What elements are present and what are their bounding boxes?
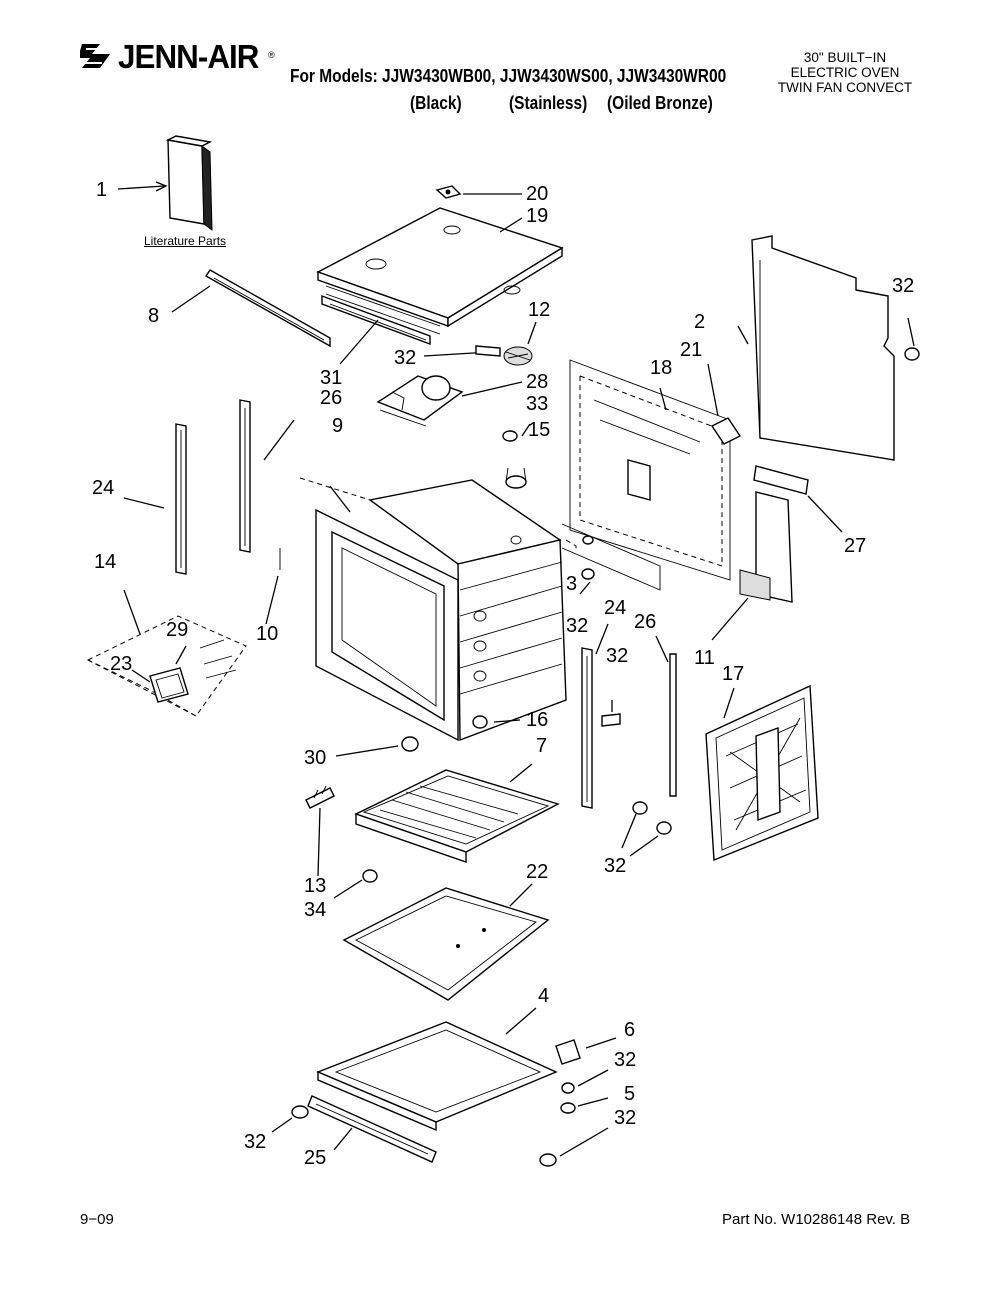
jenn-air-logo: JENN-AIR ® [80,38,280,78]
callout-23: 23 [110,653,133,675]
rear-panel-part [561,235,920,641]
registered-mark: ® [268,50,275,60]
callout-18: 18 [650,357,673,379]
literature-book-part [117,135,213,232]
screw-bracket-part [579,535,595,595]
callout-32: 32 [566,615,589,637]
footer-date: 9−09 [80,1211,114,1228]
oven-cavity-part [299,477,577,742]
callout-15: 15 [528,419,551,441]
door-frame-part [705,684,819,862]
jenn-air-logo-mark-icon [80,44,110,68]
left-side-rails-part [123,399,295,625]
callout-22: 22 [526,861,549,883]
callout-4: 4 [538,985,550,1007]
toe-kick-part [271,1095,437,1163]
callout-24: 24 [604,597,627,619]
callout-29: 29 [166,619,189,641]
callout-3: 3 [566,573,578,595]
leveling-feet-part [539,1037,617,1167]
right-side-rails-part [581,623,677,857]
product-description-line: ELECTRIC OVEN [790,65,900,80]
product-description: 30" BUILT−IN ELECTRIC OVEN TWIN FAN CONV… [760,50,930,95]
callout-32: 32 [604,855,627,877]
callout-20: 20 [526,183,549,205]
callout-19: 19 [526,205,549,227]
callout-9: 9 [332,415,344,437]
callout-32: 32 [892,275,915,297]
callout-10: 10 [256,623,279,645]
callout-31: 31 [320,367,343,389]
callout-12: 12 [528,299,551,321]
top-panel-part [316,185,564,335]
callout-8: 8 [148,305,160,327]
callout-21: 21 [680,339,703,361]
callout-13: 13 [304,875,327,897]
oven-bottom-tray-part [354,763,560,863]
vent-bracket-part [321,294,431,365]
finish-oiled-bronze: (Oiled Bronze) [607,93,713,113]
callout-5: 5 [624,1083,636,1105]
product-description-line: TWIN FAN CONVECT [777,80,913,95]
callout-32: 32 [614,1107,637,1129]
footer-part-number: Part No. W10286148 Rev. B [722,1211,911,1228]
callout-32: 32 [244,1131,267,1153]
callout-32: 32 [606,645,629,667]
callout-6: 6 [624,1019,636,1041]
hardware-small-parts [305,715,521,899]
callout-14: 14 [94,551,117,573]
callout-33: 33 [526,393,549,415]
callout-24: 24 [92,477,115,499]
top-rail-part [171,269,331,348]
callout-26: 26 [634,611,657,633]
callout-25: 25 [304,1147,327,1169]
callout-11: 11 [694,647,715,669]
finish-black: (Black) [410,93,462,113]
models-line: For Models: JJW3430WB00, JJW3430WS00, JJ… [290,66,727,86]
callout-27: 27 [844,535,867,557]
literature-parts-label: Literature Parts [144,234,227,248]
callout-30: 30 [304,747,327,769]
brand-name: JENN-AIR [118,38,259,75]
callout-2: 2 [694,311,706,333]
callout-34: 34 [304,899,327,921]
callout-28: 28 [526,371,549,393]
base-pan-part [316,1007,558,1132]
callout-1: 1 [96,179,108,201]
fan-motor-part [376,321,537,489]
callout-16: 16 [526,709,549,731]
callout-32: 32 [394,347,417,369]
callout-17: 17 [722,663,745,685]
finish-stainless: (Stainless) [509,93,588,113]
callout-7: 7 [536,735,548,757]
bottom-plate-part [342,883,550,1001]
control-module-part [86,589,247,717]
callout-32: 32 [614,1049,637,1071]
product-description-line: 30" BUILT−IN [803,50,887,65]
callout-26: 26 [320,387,343,409]
